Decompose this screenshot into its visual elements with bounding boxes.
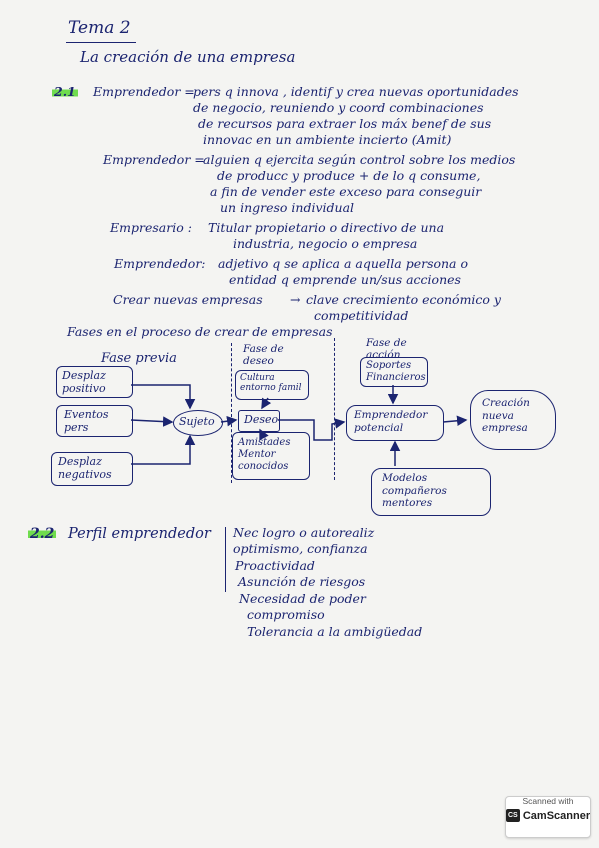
def1-term: Emprendedor = bbox=[93, 84, 195, 99]
box-cultura bbox=[235, 370, 309, 400]
def3-line1: Titular propietario o directivo de una bbox=[208, 220, 445, 235]
section-number-2-2: 2.2 bbox=[28, 526, 57, 542]
shape-creacion bbox=[470, 390, 556, 450]
label-deseo: Deseo bbox=[244, 413, 279, 426]
def2-line1: alguien q ejercita según control sobre l… bbox=[203, 152, 516, 167]
label-amistades: Amistades Mentor conocidos bbox=[238, 437, 291, 472]
phase-label-accion: Fase de acción bbox=[366, 337, 407, 361]
trait-1: Nec logro o autorealiz bbox=[233, 525, 375, 540]
page-subtitle: La creación de una empresa bbox=[80, 48, 296, 66]
crear-arrow: → bbox=[290, 292, 301, 307]
phase-label-previa: Fase previa bbox=[101, 351, 177, 366]
def1-line4: innovac en un ambiente incierto (Amit) bbox=[203, 132, 452, 147]
section-title-perfil: Perfil emprendedor bbox=[68, 526, 211, 542]
def3-term: Empresario : bbox=[110, 220, 192, 235]
label-eventos-pers: Eventos pers bbox=[64, 408, 109, 434]
def2-line2: de producc y produce + de lo q consume, bbox=[217, 168, 481, 183]
arrow-sujeto-deseo bbox=[220, 415, 238, 427]
def4-line1: adjetivo q se aplica a aquella persona o bbox=[218, 256, 469, 271]
label-desplaz-positivo: Desplaz positivo bbox=[62, 369, 106, 395]
label-desplaz-negativos: Desplaz negativos bbox=[58, 455, 112, 481]
def1-line1: pers q innova , identif y crea nuevas op… bbox=[193, 84, 519, 99]
arrow-negativos-sujeto bbox=[131, 434, 196, 465]
traits-bracket bbox=[225, 527, 226, 592]
trait-2: optimismo, confianza bbox=[233, 541, 368, 556]
phase-divider-2 bbox=[334, 338, 335, 480]
scanner-watermark: Scanned with CS CamScanner bbox=[505, 796, 591, 838]
box-amistades bbox=[232, 432, 310, 480]
arrow-positivo-sujeto bbox=[131, 384, 196, 410]
label-emprendedor-potencial: Emprendedor potencial bbox=[354, 409, 428, 434]
crear-left: Crear nuevas empresas bbox=[113, 292, 263, 307]
trait-6: compromiso bbox=[247, 607, 325, 622]
box-desplaz-positivo bbox=[56, 366, 133, 398]
arrow-eventos-sujeto bbox=[130, 416, 174, 427]
trait-4: Asunción de riesgos bbox=[238, 574, 366, 589]
ellipse-sujeto bbox=[173, 410, 223, 436]
def4-line2: entidad q emprende un/sus acciones bbox=[229, 272, 461, 287]
page-title: Tema 2 bbox=[68, 18, 131, 38]
label-cultura: Cultura entorno famil bbox=[240, 373, 302, 394]
crear-right2: competitividad bbox=[314, 308, 409, 323]
trait-5: Necesidad de poder bbox=[239, 591, 366, 606]
box-modelos bbox=[371, 468, 491, 516]
box-deseo bbox=[238, 410, 280, 432]
section-number-2-1: 2.1 bbox=[52, 84, 78, 99]
label-modelos: Modelos compañeros mentores bbox=[382, 472, 447, 510]
title-underline bbox=[66, 42, 136, 43]
def3-line2: industria, negocio o empresa bbox=[233, 236, 418, 251]
trait-3: Proactividad bbox=[235, 558, 315, 573]
label-creacion: Creación nueva empresa bbox=[482, 397, 530, 435]
def2-line3: a fin de vender este exceso para consegu… bbox=[210, 184, 482, 199]
box-desplaz-negativos bbox=[51, 452, 133, 486]
box-eventos-pers bbox=[56, 405, 133, 437]
phase-divider-1 bbox=[231, 343, 232, 483]
camscanner-logo-icon: CS bbox=[505, 809, 520, 822]
scanner-caption: Scanned with bbox=[522, 796, 574, 806]
trait-7: Tolerancia a la ambigüedad bbox=[247, 624, 423, 639]
label-soportes: Soportes Financieros bbox=[366, 360, 426, 383]
arrow-cultura-deseo bbox=[261, 397, 272, 410]
def2-line4: un ingreso individual bbox=[220, 200, 355, 215]
def1-line3: de recursos para extraer los máx benef d… bbox=[198, 116, 492, 131]
arrow-amistades-deseo bbox=[259, 428, 269, 441]
arrow-emprendedor-creacion bbox=[442, 415, 468, 427]
box-soportes bbox=[360, 357, 428, 387]
scanner-brand: CamScanner bbox=[522, 809, 591, 822]
phase-label-deseo: Fase de deseo bbox=[243, 343, 284, 367]
phases-title: Fases en el proceso de crear de empresas bbox=[67, 324, 333, 339]
def4-term: Emprendedor: bbox=[114, 256, 206, 271]
def1-line2: de negocio, reuniendo y coord combinacio… bbox=[193, 100, 484, 115]
label-sujeto: Sujeto bbox=[179, 415, 215, 428]
arrow-deseo-emprendedor bbox=[278, 418, 346, 441]
crear-right1: clave crecimiento económico y bbox=[306, 292, 501, 307]
def2-term: Emprendedor = bbox=[103, 152, 205, 167]
